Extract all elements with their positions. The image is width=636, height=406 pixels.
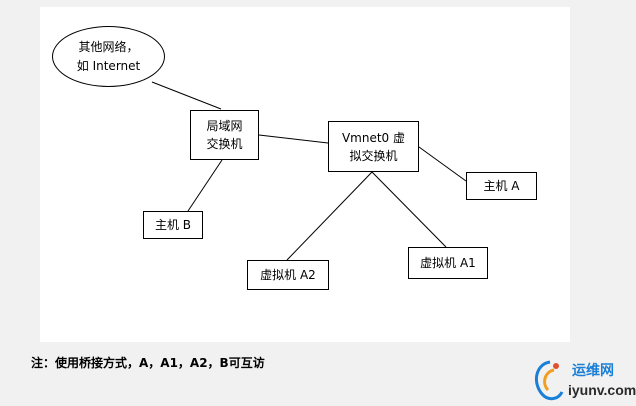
host-b-node: 主机 B xyxy=(143,211,203,239)
internet-label-line2: 如 Internet xyxy=(76,58,141,73)
line-vmnet0-vma2 xyxy=(286,171,373,261)
watermark-logo: 运维网 iyunv.com xyxy=(528,356,636,406)
line-vmnet0-hosta xyxy=(418,146,467,182)
caption-note: 注：使用桥接方式，A，A1，A2，B可互访 xyxy=(31,356,265,370)
internet-label-line1: 其他网络， xyxy=(78,39,139,54)
line-lan-hostb xyxy=(187,159,223,212)
line-vmnet0-vma1 xyxy=(371,171,447,248)
host-a-label: 主机 A xyxy=(483,179,520,193)
watermark-cn-text: 运维网 xyxy=(572,363,614,379)
internet-cloud-node: 其他网络， 如 Internet xyxy=(52,26,165,87)
line-internet-lan xyxy=(151,81,222,110)
vmnet0-label-line1: Vmnet0 虚 xyxy=(341,130,406,145)
watermark-en-text: iyunv.com xyxy=(568,382,636,398)
lan-switch-label-line2: 交换机 xyxy=(206,137,243,151)
vmnet0-label-line2: 拟交换机 xyxy=(349,148,398,163)
vm-a2-label: 虚拟机 A2 xyxy=(260,268,316,282)
host-b-label: 主机 B xyxy=(154,218,192,232)
watermark-swirl-icon xyxy=(534,360,564,401)
vm-a2-node: 虚拟机 A2 xyxy=(247,260,329,290)
lan-switch-label-line1: 局域网 xyxy=(206,119,243,133)
vm-a1-node: 虚拟机 A1 xyxy=(408,247,488,279)
host-a-node: 主机 A xyxy=(466,172,537,200)
line-lan-vmnet0 xyxy=(258,134,329,144)
lan-switch-node: 局域网 交换机 xyxy=(190,110,259,160)
vmnet0-switch-node: Vmnet0 虚 拟交换机 xyxy=(328,121,419,172)
vm-a1-label: 虚拟机 A1 xyxy=(420,256,476,270)
